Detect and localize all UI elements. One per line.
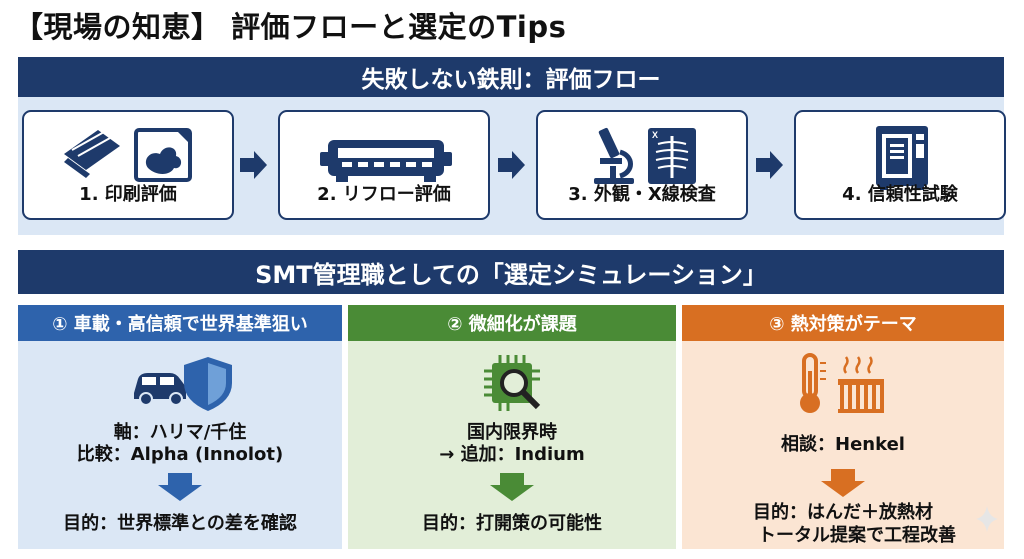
squeegee-icon (64, 130, 120, 178)
scenario-1-line-1: 軸：ハリマ/千住 (113, 422, 247, 443)
xray-icon: X (648, 128, 696, 184)
car-icon (134, 373, 186, 406)
flow-arrow-icon (498, 151, 525, 179)
down-arrow-icon (158, 473, 202, 501)
flow-header: 失敗しない鉄則：評価フロー (18, 57, 1004, 97)
scenario-panel-2: ② 微細化が課題 国内限界時 → 追加：Indium 目的：打開策の可能性 (348, 305, 676, 549)
flow-step-2: 2. リフロー評価 (278, 110, 490, 220)
flow-step-3-label: 3. 外観・X線検査 (568, 184, 716, 205)
simulation-header: SMT管理職としての「選定シミュレーション」 (18, 250, 1004, 294)
page-title: 【現場の知恵】 評価フローと選定のTips (14, 10, 567, 44)
scenario-panel-3-title: ③ 熱対策がテーマ (682, 305, 1004, 341)
scenario-1-line-2: 比較：Alpha (Innolot) (76, 444, 284, 465)
scenario-3-line-1: 相談：Henkel (781, 434, 905, 455)
flow-step-1: 1. 印刷評価 (22, 110, 234, 220)
scenario-3-result-line-2: トータル提案で工程改善 (758, 525, 956, 546)
stencil-print-icon (134, 128, 192, 182)
scenario-3-result-line-1: 目的：はんだ＋放熱材 (753, 502, 933, 523)
flow-arrow-icon (756, 151, 783, 179)
flow-step-3: X 3. 外観・X線検査 (536, 110, 748, 220)
shield-icon (184, 357, 232, 411)
scenario-2-line-1: 国内限界時 (467, 422, 557, 443)
scenario-panel-2-title: ② 微細化が課題 (348, 305, 676, 341)
sparkle-icon (976, 506, 998, 532)
scenario-panel-3: ③ 熱対策がテーマ 相談：Henkel (682, 305, 1004, 549)
scenario-2-line-2: → 追加：Indium (439, 444, 585, 465)
heatsink-icon (838, 356, 884, 413)
microscope-icon (594, 127, 634, 184)
scenario-2-result: 目的：打開策の可能性 (422, 513, 602, 534)
environmental-chamber-icon (876, 126, 928, 190)
flow-step-4-label: 4. 信頼性試験 (842, 184, 958, 205)
flow-step-4: 4. 信頼性試験 (794, 110, 1006, 220)
flow-arrow-icon (240, 151, 267, 179)
flow-step-2-label: 2. リフロー評価 (317, 184, 451, 205)
down-arrow-icon (821, 469, 865, 497)
svg-text:X: X (652, 130, 658, 140)
reflow-oven-icon (320, 140, 452, 182)
scenario-panel-1-title: ① 車載・高信頼で世界基準狙い (18, 305, 342, 341)
thermometer-icon (800, 353, 826, 413)
scenario-panel-1: ① 車載・高信頼で世界基準狙い 軸：ハリマ/千住 比較：Alpha (Innol… (18, 305, 342, 549)
scenario-1-result: 目的：世界標準との差を確認 (63, 513, 297, 534)
chip-magnifier-icon (484, 355, 541, 411)
flow-step-1-label: 1. 印刷評価 (79, 184, 177, 205)
down-arrow-icon (490, 473, 534, 501)
